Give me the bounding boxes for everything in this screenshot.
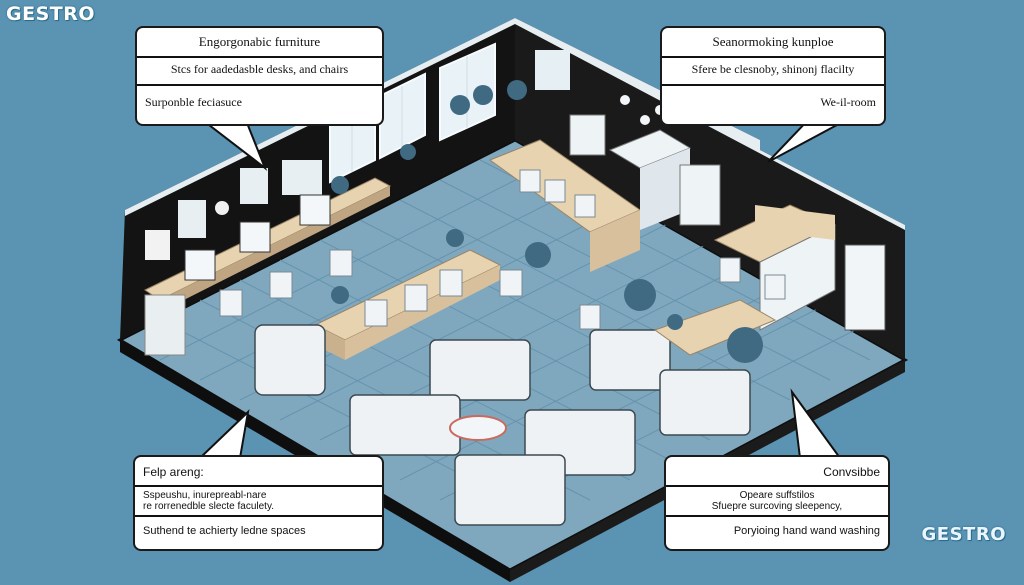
callout-line: Sspeushu, inurepreabl-nare [143, 490, 267, 501]
callout-smoking-kunploe: Seanormoking kunploe Sfere be clesnoby, … [660, 26, 886, 126]
callout-pointer [197, 409, 250, 459]
brand-logo: GESTRO [6, 3, 96, 25]
callout-help-area: Felp areng: Sspeushu, inurepreabl-nare r… [133, 455, 384, 551]
callout-title: Engorgonabic furniture [198, 34, 321, 49]
side-desk [653, 299, 777, 356]
callout-title: Convsibbe [823, 465, 880, 479]
door [844, 244, 886, 331]
lounge-sofas [254, 324, 751, 526]
plants [331, 80, 763, 363]
wall-poster [535, 50, 570, 90]
callout-line: Poryioing hand wand washing [733, 525, 880, 537]
callout-line: Suthend te achierty ledne spaces [143, 525, 306, 537]
office-chairs [219, 169, 786, 330]
fridge [679, 164, 721, 226]
wall-poster [240, 168, 268, 204]
wall-poster [145, 230, 170, 260]
coffee-table [449, 415, 507, 441]
brand-logo: GESTRO [921, 524, 1006, 545]
kitchen-counter [569, 114, 721, 230]
callout-line: Surponble feciasuce [145, 95, 242, 109]
wall-poster [178, 200, 206, 238]
desk-row-left [143, 177, 392, 356]
callout-line: Stcs for aadedasble desks, and chairs [170, 62, 349, 76]
wall-poster [282, 160, 322, 195]
callout-line: We-il-room [820, 95, 876, 109]
callout-line: re rorrenedble slecte faculety. [143, 501, 274, 512]
wall-clock [215, 201, 229, 215]
callout-line: Sfere be clesnoby, shinonj flacilty [691, 62, 855, 76]
callout-ergonomic-furniture: Engorgonabic furniture Stcs for aadedasb… [135, 26, 384, 126]
callout-line: Sfuepre surcoving sleepency, [711, 501, 843, 512]
callout-title: Felp areng: [143, 465, 204, 479]
callout-line: Opeare suffstilos [739, 490, 815, 501]
callout-convenience: Convsibbe Opeare suffstilos Sfuepre surc… [664, 455, 890, 551]
callout-title: Seanormoking kunploe [712, 34, 834, 49]
washing-station [713, 204, 886, 331]
